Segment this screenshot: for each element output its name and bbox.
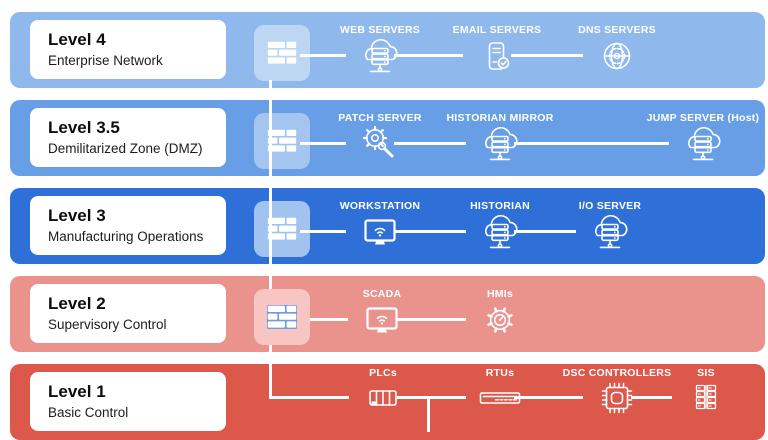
level-title: Level 1 bbox=[48, 382, 106, 401]
node-dsc-controllers: DSC CONTROLLERS bbox=[542, 364, 692, 440]
level-title: Level 3.5 bbox=[48, 118, 120, 137]
connector bbox=[514, 142, 669, 145]
connector bbox=[514, 396, 583, 399]
connector bbox=[394, 230, 466, 233]
node-workstation: WORKSTATION bbox=[305, 188, 455, 264]
node-label: HISTORIAN bbox=[470, 200, 530, 212]
connector bbox=[269, 396, 349, 399]
node-email-servers: EMAIL SERVERS bbox=[422, 12, 572, 88]
node-label: PATCH SERVER bbox=[338, 112, 422, 124]
level-3-5-label-box: Level 3.5 Demilitarized Zone (DMZ) bbox=[30, 108, 226, 167]
level-2-label-box: Level 2 Supervisory Control bbox=[30, 284, 226, 343]
connector bbox=[394, 142, 466, 145]
node-label: DSC CONTROLLERS bbox=[562, 367, 672, 379]
connector bbox=[396, 318, 466, 321]
cloud-server-icon bbox=[679, 120, 727, 168]
level-1-label-box: Level 1 Basic Control bbox=[30, 372, 226, 431]
node-label: SCADA bbox=[362, 288, 402, 300]
level-subtitle: Manufacturing Operations bbox=[48, 229, 204, 244]
level-1-band: Level 1 Basic Control PLCs RTUs DSC CONT… bbox=[10, 364, 765, 440]
level-4-band: Level 4 Enterprise Network WEB SERVERS E… bbox=[10, 12, 765, 88]
connector bbox=[631, 396, 672, 399]
level-3-band: Level 3 Manufacturing Operations WORKSTA… bbox=[10, 188, 765, 264]
level-3-label-box: Level 3 Manufacturing Operations bbox=[30, 196, 226, 255]
node-patch-server: PATCH SERVER bbox=[305, 100, 455, 176]
connector bbox=[514, 230, 576, 233]
node-label: HISTORIAN MIRROR bbox=[446, 112, 554, 124]
node-rtus: RTUs bbox=[425, 364, 575, 440]
main-vertical-connector bbox=[269, 80, 272, 398]
brick-wall-icon bbox=[267, 41, 297, 65]
level-title: Level 2 bbox=[48, 294, 106, 313]
node-label: EMAIL SERVERS bbox=[452, 24, 542, 36]
node-label: JUMP SERVER (Host) bbox=[646, 112, 760, 124]
level-subtitle: Basic Control bbox=[48, 405, 129, 420]
level-subtitle: Demilitarized Zone (DMZ) bbox=[48, 141, 203, 156]
node-jump-server: JUMP SERVER (Host) bbox=[628, 100, 768, 176]
node-historian: HISTORIAN bbox=[425, 188, 575, 264]
connector bbox=[300, 318, 348, 321]
node-historian-mirror: HISTORIAN MIRROR bbox=[425, 100, 575, 176]
node-label: WEB SERVERS bbox=[339, 24, 421, 36]
firewall-icon bbox=[254, 25, 310, 81]
connector bbox=[300, 230, 346, 233]
node-label: I/O SERVER bbox=[578, 200, 642, 212]
cloud-server-icon bbox=[586, 208, 634, 256]
level-title: Level 4 bbox=[48, 30, 106, 49]
server-stack-icon bbox=[682, 374, 730, 422]
node-scada: SCADA bbox=[307, 276, 457, 352]
node-label: PLCs bbox=[369, 367, 397, 379]
level-title: Level 3 bbox=[48, 206, 106, 225]
connector bbox=[394, 54, 463, 57]
level-subtitle: Enterprise Network bbox=[48, 53, 163, 68]
firewall-icon bbox=[254, 201, 310, 257]
node-io-server: I/O SERVER bbox=[535, 188, 685, 264]
node-web-servers: WEB SERVERS bbox=[305, 12, 455, 88]
level-0-branch-connector bbox=[427, 396, 430, 432]
level-4-label-box: Level 4 Enterprise Network bbox=[30, 20, 226, 79]
node-dns-servers: DNS SERVERS bbox=[542, 12, 692, 88]
firewall-icon bbox=[254, 113, 310, 169]
connector bbox=[300, 142, 346, 145]
connector bbox=[300, 54, 346, 57]
level-3-5-band: Level 3.5 Demilitarized Zone (DMZ) PATCH… bbox=[10, 100, 765, 176]
node-plcs: PLCs bbox=[308, 364, 458, 440]
node-sis: SIS bbox=[631, 364, 768, 440]
connector bbox=[397, 396, 466, 399]
node-label: SIS bbox=[697, 367, 715, 379]
node-label: DNS SERVERS bbox=[578, 24, 656, 36]
gear-gauge-icon bbox=[476, 296, 524, 344]
node-hmis: HMIs bbox=[425, 276, 575, 352]
level-2-band: Level 2 Supervisory Control SCADA HMIs bbox=[10, 276, 765, 352]
firewall-icon bbox=[254, 289, 310, 345]
connector bbox=[511, 54, 583, 57]
node-label: WORKSTATION bbox=[339, 200, 421, 212]
node-label: HMIs bbox=[486, 288, 514, 300]
level-subtitle: Supervisory Control bbox=[48, 317, 167, 332]
globe-icon bbox=[593, 32, 641, 80]
brick-wall-icon bbox=[267, 305, 297, 329]
node-label: RTUs bbox=[485, 367, 515, 379]
